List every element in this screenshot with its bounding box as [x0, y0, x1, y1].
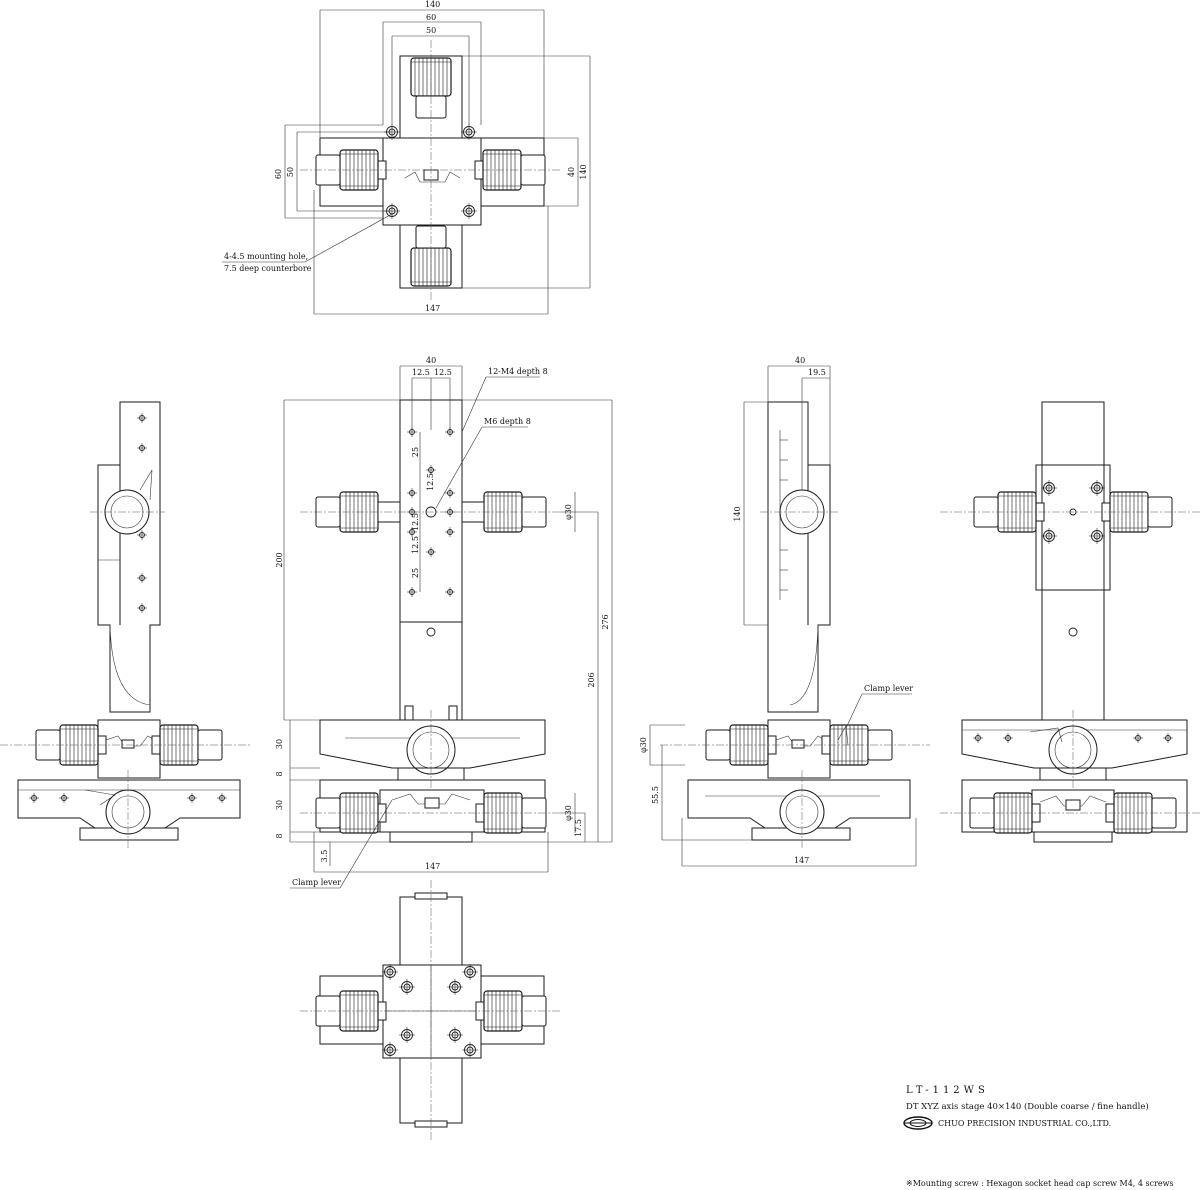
dim-top-height-60: 60: [274, 169, 283, 179]
dim-right-width-40: 40: [795, 356, 805, 365]
note-m6: M6 depth 8: [484, 417, 531, 426]
dim-top-width-147: 147: [425, 304, 440, 313]
title-block: LT-112WS DT XYZ axis stage 40×140 (Doubl…: [903, 1085, 1174, 1188]
bottom-view: [300, 880, 560, 1140]
front-view: 40 12.5 12.5 200 25 12.5 12.5 12.5 25 27…: [275, 356, 613, 889]
dim-front-3-5: 3.5: [320, 850, 329, 863]
dim-front-25-top: 25: [411, 447, 420, 457]
dim-front-17-5: 17.5: [574, 819, 583, 837]
dim-top-width-60: 60: [426, 13, 436, 22]
left-side-view: [0, 401, 250, 850]
dim-front-30-upper: 30: [275, 739, 284, 749]
dim-front-12-5-left: 12.5: [412, 368, 430, 377]
clamp-lever-label-front: Clamp lever: [292, 878, 341, 887]
top-view: 140 60 50 60 50 40 140 147 4-4.5 mountin…: [222, 0, 591, 315]
note-12-m4: 12-M4 depth 8: [488, 367, 548, 376]
dim-right-19-5: 19.5: [808, 368, 826, 377]
mounting-screw-footnote: ※Mounting screw : Hexagon socket head ca…: [906, 1179, 1174, 1188]
company-logo: [903, 1116, 933, 1130]
dim-front-12-5-v3: 12.5: [411, 536, 420, 554]
product-description: DT XYZ axis stage 40×140 (Double coarse …: [906, 1101, 1149, 1112]
dim-front-12-5-right: 12.5: [434, 368, 452, 377]
dim-front-12-5-v2: 12.5: [411, 513, 420, 531]
dim-front-phi30-upper: φ30: [564, 504, 573, 520]
dim-front-height-200: 200: [275, 552, 284, 567]
dim-top-height-50: 50: [286, 167, 295, 177]
dim-front-8-upper: 8: [275, 771, 284, 776]
rear-view: [940, 401, 1200, 843]
dim-front-25-bottom: 25: [411, 568, 420, 578]
dim-front-height-206: 206: [587, 672, 596, 687]
dim-right-width-147: 147: [794, 856, 809, 865]
right-side-view: 40 19.5 140 φ30 55.5 147 Clamp lever: [639, 356, 930, 867]
model-number: LT-112WS: [906, 1085, 989, 1096]
dim-right-55-5: 55.5: [651, 786, 660, 804]
dim-front-12-5-v1: 12.5: [426, 473, 435, 491]
dim-front-width-147: 147: [425, 862, 440, 871]
dim-front-width-40: 40: [426, 356, 436, 365]
dim-front-30-lower: 30: [275, 800, 284, 810]
dim-front-8-lower: 8: [275, 833, 284, 838]
dim-top-width-50: 50: [426, 26, 436, 35]
clamp-lever-label-right: Clamp lever: [864, 684, 913, 693]
dim-top-height-140: 140: [579, 164, 588, 179]
dim-right-height-140: 140: [733, 506, 742, 521]
dim-front-height-276: 276: [601, 614, 610, 629]
mounting-hole-note-2: 7.5 deep counterbore: [224, 264, 312, 273]
company-name: CHUO PRECISION INDUSTRIAL CO.,LTD.: [938, 1119, 1111, 1128]
dim-right-phi30: φ30: [639, 737, 648, 753]
dim-top-height-40: 40: [567, 167, 576, 177]
dim-top-width-140: 140: [425, 0, 440, 9]
mounting-hole-note-1: 4-4.5 mounting hole,: [224, 252, 308, 261]
